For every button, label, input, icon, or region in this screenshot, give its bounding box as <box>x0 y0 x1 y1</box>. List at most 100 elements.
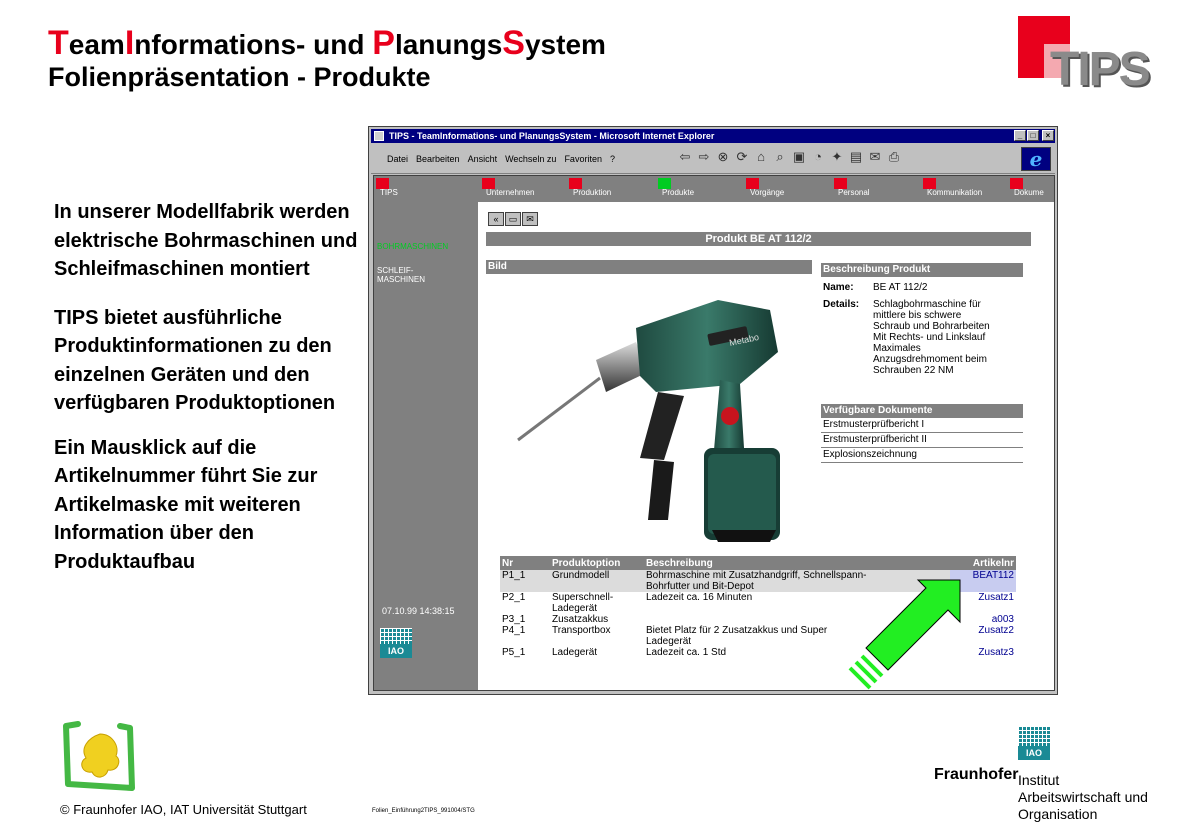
browser-titlebar: TIPS - TeamInformations- und PlanungsSys… <box>371 129 1055 143</box>
table-row: P2_1 Superschnell-Ladegerät Ladezeit ca. 1… <box>500 592 1016 614</box>
cell-artnr[interactable]: BEAT112 <box>950 570 1016 592</box>
col-desc: Beschreibung <box>644 556 950 570</box>
table-header-row: Nr Produktoption Beschreibung Artikelnr <box>500 556 1016 570</box>
stop-icon[interactable]: ⊗ <box>717 149 729 164</box>
print-icon[interactable]: ⎙ <box>888 149 900 164</box>
iao-logo: IAO <box>1018 726 1050 760</box>
cell-nr: P1_1 <box>500 570 550 592</box>
col-option: Produktoption <box>550 556 644 570</box>
documents-header: Verfügbare Dokumente <box>821 404 1023 418</box>
cell-desc: Bietet Platz für 2 Zusatzakkus und Super… <box>646 625 828 647</box>
cell-nr: P4_1 <box>502 625 526 636</box>
minimize-button[interactable]: _ <box>1014 130 1026 141</box>
cell-option: Superschnell-Ladegerät <box>552 592 614 614</box>
title-initial: I <box>124 24 135 62</box>
slide-title: TeamInformations- und PlanungsSystem Fol… <box>48 24 606 92</box>
fullscreen-icon[interactable]: ▤ <box>849 149 863 164</box>
menu-ansicht[interactable]: Ansicht <box>467 153 498 164</box>
sidebar-item-bohrmaschinen[interactable]: BOHRMASCHINEN <box>377 242 449 251</box>
title-line-1: TeamInformations- und PlanungsSystem <box>48 24 606 62</box>
title-initial: T <box>48 24 69 62</box>
window-controls: _ □ × <box>1014 130 1054 141</box>
document-link[interactable]: Erstmusterprüfbericht II <box>821 433 1023 448</box>
title-initial: P <box>372 24 395 62</box>
menu-datei[interactable]: Datei <box>387 153 409 164</box>
menu-help[interactable]: ? <box>609 153 615 164</box>
cell-nr: P2_1 <box>502 592 526 603</box>
mail-icon[interactable]: ✉ <box>522 212 538 226</box>
product-header: Produkt BE AT 112/2 <box>486 232 1031 246</box>
cell-artnr[interactable]: Zusatz3 <box>978 647 1014 658</box>
tips-logo: TIPS <box>1016 14 1151 96</box>
back-arrows-icon[interactable]: « <box>488 212 504 226</box>
channels-icon[interactable]: ✦ <box>831 149 843 164</box>
title-line-2: Folienpräsentation - Produkte <box>48 62 431 93</box>
history-icon[interactable]: ◔ <box>814 149 822 164</box>
home-icon[interactable]: ⌂ <box>757 149 765 164</box>
app-sidebar: BOHRMASCHINEN SCHLEIF- MASCHINEN 07.10.9… <box>374 202 478 690</box>
app-navbar: TIPS Unternehmen Produktion Produkte Vor… <box>374 176 1054 202</box>
cell-desc: Ladezeit ca. 1 Std <box>646 647 727 658</box>
leaf-logo <box>63 721 135 791</box>
tips-logo-square <box>1018 16 1070 78</box>
favorites-icon[interactable]: ▣ <box>792 149 806 164</box>
search-icon[interactable]: ⌕ <box>776 149 784 164</box>
title-text: eam <box>68 29 125 60</box>
cell-desc: Bohrmaschine mit Zusatzhandgriff, Schnel… <box>644 570 950 592</box>
nav-square-icon <box>569 178 582 189</box>
cell-option: Transportbox <box>552 625 611 636</box>
close-button[interactable]: × <box>1042 130 1054 141</box>
menu-bar: Datei Bearbeiten Ansicht Wechseln zu Fav… <box>371 144 1055 174</box>
description-header: Beschreibung Produkt <box>821 263 1023 277</box>
nav-square-icon <box>1010 178 1023 189</box>
title-text: ystem <box>524 29 606 60</box>
institute-name: Institut Arbeitswirtschaft und Organisat… <box>1018 772 1148 822</box>
menu-wechseln-zu[interactable]: Wechseln zu <box>505 153 557 164</box>
cell-option: Grundmodell <box>550 570 644 592</box>
tips-logo-text: TIPS <box>1050 43 1151 96</box>
cell-artnr[interactable]: a003 <box>991 614 1014 625</box>
document-link[interactable]: Erstmusterprüfbericht I <box>821 418 1023 433</box>
nav-square-icon <box>834 178 847 189</box>
cell-option: Ladegerät <box>552 647 598 658</box>
title-text: lanungs <box>394 29 503 60</box>
body-text: In unserer Modellfabrik werden elektrisc… <box>54 198 364 596</box>
fraunhofer-logo-text: Fraunhofer <box>934 766 1019 783</box>
filename: Folien_Einführung2TIPS_991004/STG <box>372 808 475 814</box>
table-row: P4_1 Transportbox Bietet Platz für 2 Zusat… <box>500 625 1016 647</box>
options-table: Nr Produktoption Beschreibung Artikelnr … <box>500 556 1016 658</box>
ie-logo-icon: e <box>1021 147 1051 171</box>
cell-artnr[interactable]: Zusatz2 <box>978 625 1014 636</box>
cell-nr: P3_1 <box>502 614 526 625</box>
document-icon[interactable]: ▭ <box>505 212 521 226</box>
nav-square-active-icon <box>658 178 671 189</box>
cell-nr: P5_1 <box>502 647 526 658</box>
iao-grid-icon <box>380 628 412 644</box>
refresh-icon[interactable]: ⟳ <box>736 149 748 164</box>
doc-buttons: « ▭ ✉ <box>488 212 538 226</box>
mail-icon[interactable]: ✉ <box>869 149 881 164</box>
browser-title: TIPS - TeamInformations- und PlanungsSys… <box>389 131 715 141</box>
body-paragraph: In unserer Modellfabrik werden elektrisc… <box>54 201 358 280</box>
drill-image: Metabo <box>517 300 780 542</box>
browser-toolbar: ⇦ ⇨ ⊗ ⟳ ⌂ ⌕ ▣ ◔ ✦ ▤ ✉ ⎙ <box>677 147 902 167</box>
document-link[interactable]: Explosionszeichnung <box>821 448 1023 463</box>
ie-app-icon <box>374 131 384 141</box>
nav-square-icon <box>923 178 936 189</box>
menu-favoriten[interactable]: Favoriten <box>564 153 602 164</box>
menu-bearbeiten[interactable]: Bearbeiten <box>416 153 460 164</box>
title-initial: S <box>502 24 525 62</box>
cell-artnr[interactable]: Zusatz1 <box>978 592 1014 603</box>
image-header: Bild <box>486 260 812 274</box>
maximize-button[interactable]: □ <box>1027 130 1039 141</box>
nav-square-icon <box>376 178 389 189</box>
green-arrow-icon <box>848 579 961 690</box>
forward-icon[interactable]: ⇨ <box>698 149 710 164</box>
nav-square-icon <box>482 178 495 189</box>
copyright: © Fraunhofer IAO, IAT Universität Stuttg… <box>60 802 307 817</box>
title-text: nformations- und <box>134 29 373 60</box>
back-icon[interactable]: ⇦ <box>679 149 691 164</box>
cell-desc: Ladezeit ca. 16 Minuten <box>646 592 753 603</box>
sidebar-item-schleifmaschinen[interactable]: SCHLEIF- MASCHINEN <box>377 266 426 284</box>
